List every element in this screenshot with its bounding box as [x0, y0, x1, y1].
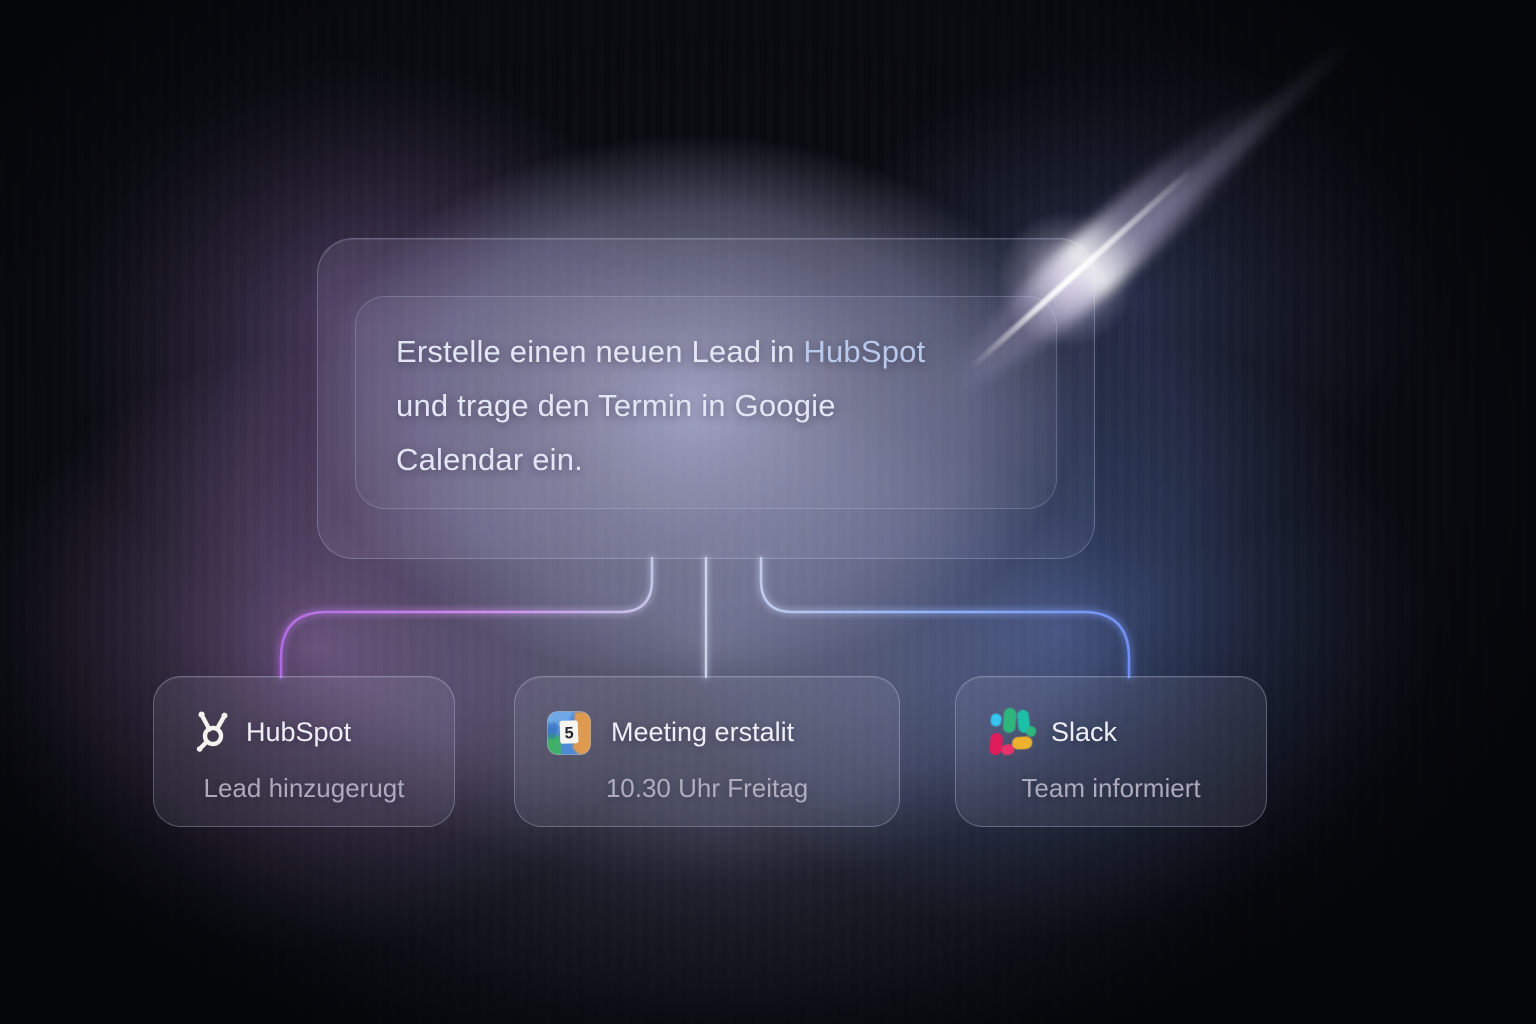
node-title: Slack: [1051, 717, 1118, 747]
node-card-hubspot[interactable]: HubSpot Lead hinzugerugt: [153, 676, 455, 827]
calendar-icon-glyph: 5: [564, 724, 574, 742]
connector-left: [279, 556, 654, 679]
node-card-calendar[interactable]: 5 Meeting erstalit 10.30 Uhr Freitag: [514, 676, 900, 827]
connector-right-glow: [758, 555, 1132, 680]
prompt-line-3: Calendar ein.: [396, 442, 583, 477]
node-subtitle: Lead hinzugerugt: [203, 773, 405, 803]
connector-left-glow: [278, 555, 655, 680]
node-subtitle: 10.30 Uhr Freitag: [605, 773, 809, 803]
prompt-line-2: und trage den Termin in Googie: [396, 388, 836, 423]
connector-right: [759, 556, 1131, 679]
prompt-text: Erstelle einen neuen Lead in HubSpot und…: [396, 325, 925, 487]
node-title: Meeting erstalit: [611, 717, 795, 747]
prompt-input-box[interactable]: Erstelle einen neuen Lead in HubSpot und…: [355, 296, 1057, 509]
brand-highlight: HubSpot: [803, 334, 926, 369]
node-subtitle: Team informiert: [1021, 773, 1201, 803]
calendar-app-icon: 5: [546, 710, 592, 761]
prompt-line-1: Erstelle einen neuen Lead in HubSpot: [396, 334, 926, 369]
slack-logo-icon: [987, 704, 1039, 761]
prompt-card[interactable]: Erstelle einen neuen Lead in HubSpot und…: [317, 238, 1095, 559]
hubspot-sprocket-icon: [190, 705, 238, 758]
node-title: HubSpot: [246, 717, 352, 747]
node-card-slack[interactable]: Slack Team informiert: [955, 676, 1267, 827]
